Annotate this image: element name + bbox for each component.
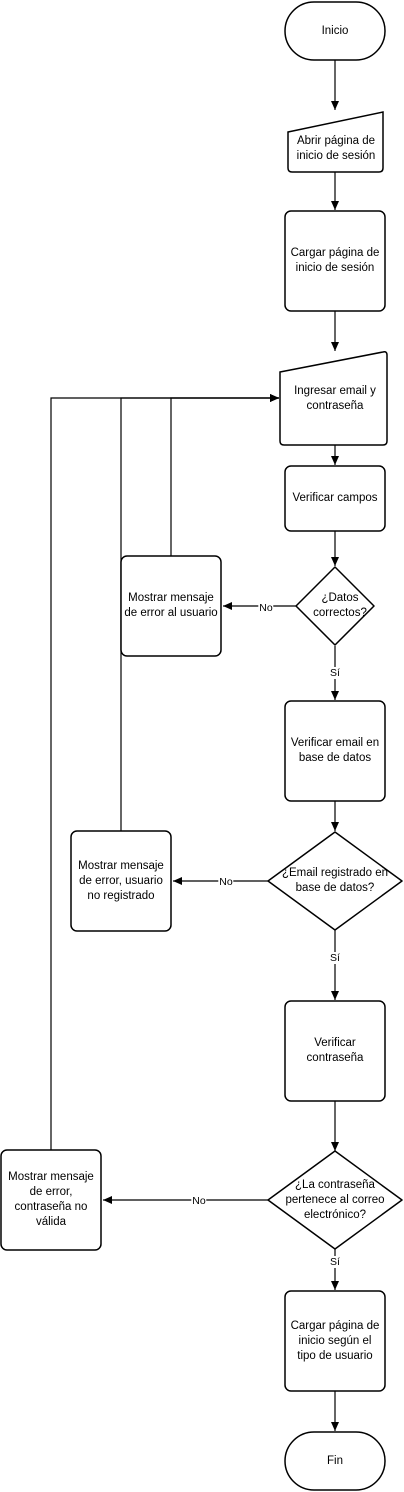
edge-label-si-contrasena: Sí: [329, 1256, 341, 1268]
edge-label-no-datos: No: [258, 602, 274, 614]
node-cargar-inicio-label: Cargar página de inicio según el tipo de…: [290, 1319, 380, 1362]
node-verificar-email-shape: [284, 700, 386, 802]
node-cargar-pagina-label: Cargar página de inicio de sesión: [290, 247, 380, 274]
node-fin-shape: [284, 1431, 386, 1491]
node-contrasena-shape: [267, 1150, 403, 1250]
edge-label-no-contrasena: No: [191, 1195, 207, 1207]
node-verificar-contrasena-label: Verificar contraseña: [306, 1037, 364, 1064]
node-ingresar-shape: [279, 351, 388, 446]
edge-label-si-email: Sí: [329, 952, 341, 964]
node-error-no-registrado-label: Mostrar mensaje de error, usuario no reg…: [78, 859, 164, 902]
edge-label-no-email: No: [218, 876, 234, 888]
node-abrir-shape: [287, 111, 384, 173]
node-abrir-pagina-label: Abrir página de inicio de sesión: [296, 135, 376, 162]
node-email-registrado-label: ¿Email registrado en base de datos?: [281, 867, 389, 894]
node-ingresar-label: Ingresar email y contraseña: [294, 385, 376, 412]
node-error-contrasena-label: Mostrar mensaje de error, contraseña no …: [8, 1171, 94, 1228]
node-verificar-campos-shape: [284, 465, 386, 532]
node-datos-shape: [295, 566, 375, 646]
loop-error-contrasena: [50, 394, 279, 1150]
node-cargar-inicio-shape: [284, 1290, 386, 1392]
edge-label-si-datos: Sí: [329, 667, 341, 679]
node-error-usuario-label: Mostrar mensaje de error al usuario: [124, 592, 218, 619]
node-verificar-contrasena-shape: [284, 1000, 386, 1102]
node-verificar-campos-label: Verificar campos: [292, 492, 378, 504]
node-email-shape: [267, 831, 403, 931]
node-cargar-shape: [284, 210, 386, 312]
node-fin-label: Fin: [327, 1454, 343, 1467]
node-contrasena-pertenece-label: ¿La contraseña pertenece al correo elect…: [285, 1178, 385, 1221]
node-inicio-label: Inicio: [321, 24, 349, 37]
node-error-contrasena-shape: [0, 1149, 102, 1251]
node-verificar-email-label: Verificar email en base de datos: [290, 737, 380, 764]
node-datos-correctos-label: ¿Datos correctos?: [313, 592, 367, 619]
loop-error-usuario: [170, 394, 279, 556]
node-error-usuario-shape: [120, 555, 222, 657]
node-error-no-registrado-shape: [70, 830, 172, 932]
node-inicio-shape: [284, 1, 386, 61]
